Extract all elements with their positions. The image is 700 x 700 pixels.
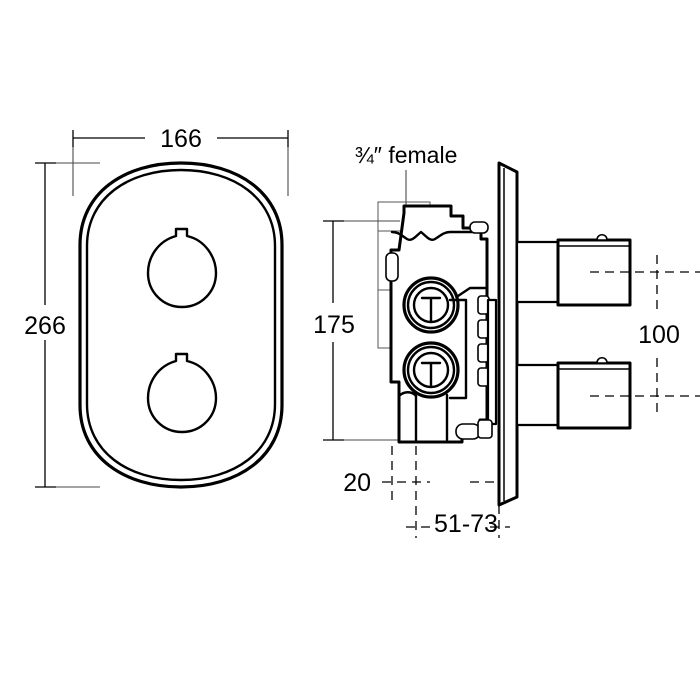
front-knob-upper <box>146 227 218 309</box>
valve-body-top-boss <box>469 221 489 234</box>
valve-body-left-lug <box>385 252 399 282</box>
dimension-label-175: 175 <box>313 311 355 339</box>
cartridge-upper-outer-ring <box>402 276 460 334</box>
dimension-depth-51-73: 51-73 <box>406 505 510 538</box>
dimension-width-166: 166 <box>72 123 289 196</box>
knob-lower-profile <box>146 352 218 434</box>
handle-upper <box>515 233 632 307</box>
dimension-label-51-73: 51-73 <box>434 510 498 538</box>
dimension-spacing-100: 100 <box>590 255 700 413</box>
handle-lower-tab <box>596 356 608 364</box>
valve-lower-block-lines <box>397 390 449 443</box>
front-elevation-view: 166 266 <box>24 123 289 489</box>
valve-internal-branch <box>456 286 488 298</box>
cartridge-lower-spline <box>420 361 442 388</box>
handle-upper-stem <box>515 240 563 304</box>
dimension-label-100: 100 <box>638 321 680 349</box>
handle-lower <box>515 356 632 430</box>
handle-upper-tab <box>596 233 608 241</box>
faceplate-inner-edge <box>85 168 277 482</box>
cartridge-lower-mid-ring <box>406 345 456 395</box>
bottom-fitting-nut <box>477 419 493 439</box>
side-faceplate <box>497 161 519 507</box>
dimension-height-266: 266 <box>24 162 100 488</box>
faceplate-edge-profile <box>497 161 519 507</box>
dimension-label-20: 20 <box>343 469 371 497</box>
bottom-fitting-collar <box>455 423 481 440</box>
dimension-label-266: 266 <box>24 312 66 340</box>
inlet-thread-label: ¾″ female <box>355 142 458 168</box>
valve-internal-channel <box>448 298 468 400</box>
valve-body-top-contour <box>390 230 474 241</box>
gasket-stack <box>477 295 490 387</box>
cartridge-upper <box>402 276 460 334</box>
cartridge-upper-mid-ring <box>406 280 456 330</box>
side-section-view: ¾″ female 175 <box>313 142 700 538</box>
front-faceplate <box>78 161 284 489</box>
valve-body <box>385 204 498 444</box>
dimension-depth-20: 20 <box>343 446 500 538</box>
dimension-label-166: 166 <box>160 125 202 153</box>
label-backdrop-166 <box>145 123 217 153</box>
valve-lower-block-contour <box>397 391 418 398</box>
dimension-height-175: 175 <box>313 220 405 441</box>
faceplate-outer-edge <box>78 161 284 489</box>
cartridge-lower-outer-ring <box>402 341 460 399</box>
adjustment-rod <box>486 298 498 426</box>
knob-upper-profile <box>146 227 218 309</box>
cartridge-lower <box>402 341 460 399</box>
cartridge-upper-spline <box>420 296 442 323</box>
front-knob-lower <box>146 352 218 434</box>
handle-lower-stem <box>515 363 563 427</box>
valve-body-outline <box>389 204 489 444</box>
